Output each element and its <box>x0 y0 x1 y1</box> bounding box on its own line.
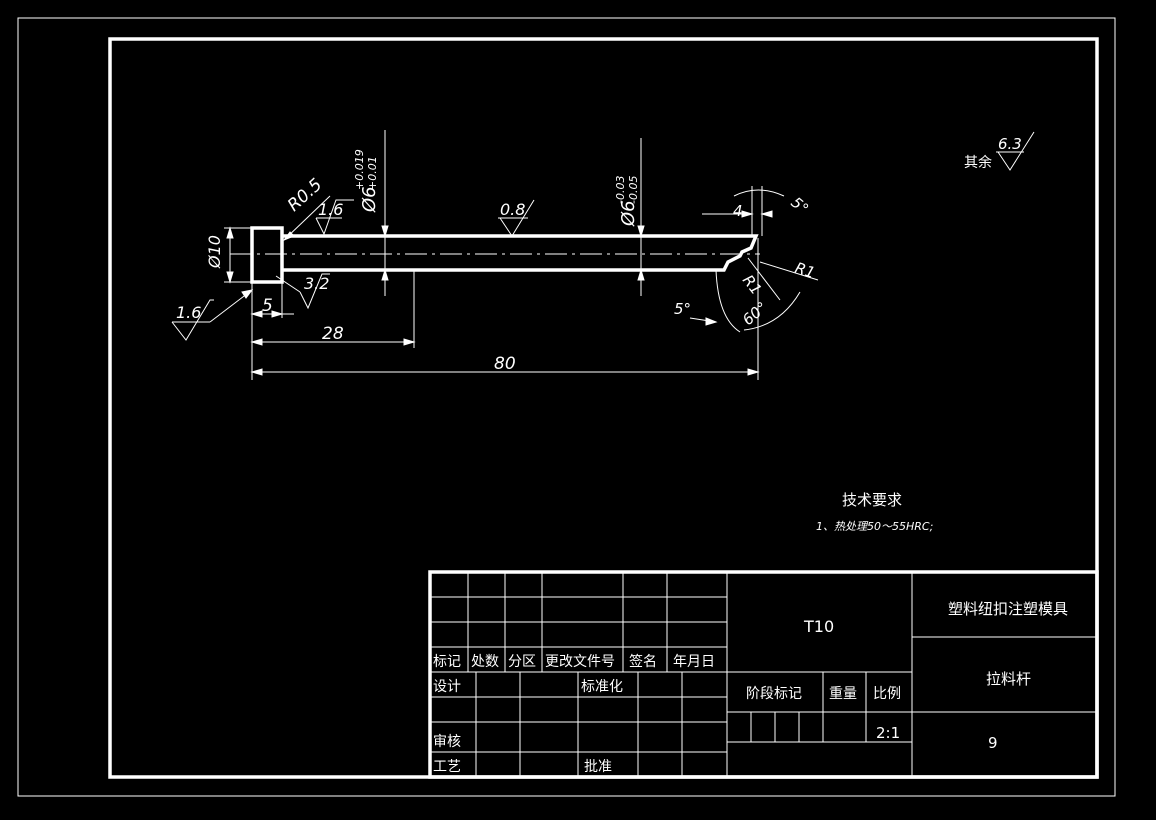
radius-r1-right-label: R1 <box>793 259 818 282</box>
dia-body-label: Ø6 <box>359 186 380 213</box>
len-head-label: 5 <box>262 296 273 316</box>
roughness-symbol-other <box>997 131 1035 171</box>
label-design: 设计 <box>433 679 461 695</box>
roughness-symbol-under <box>299 273 330 310</box>
dia-body-tol-lower: +0.01 <box>366 156 379 190</box>
angle-top-label: 5° <box>787 193 812 218</box>
label-standardization: 标准化 <box>581 679 623 695</box>
dia-head-label: Ø10 <box>205 235 224 269</box>
drawing-number: 9 <box>988 734 998 752</box>
header-zone: 分区 <box>508 654 536 670</box>
pin-shaft <box>282 234 759 272</box>
scale-value: 2:1 <box>876 724 900 742</box>
title-block <box>428 570 1099 779</box>
part-name: 拉料杆 <box>986 670 1031 688</box>
rough-head-top-value: 1.6 <box>318 200 343 219</box>
title-block-text: 标记 处数 分区 更改文件号 签名 年月日 设计 标准化 审核 工艺 批准 T1… <box>433 600 1068 775</box>
label-stage-mark: 阶段标记 <box>746 686 802 702</box>
label-review: 审核 <box>433 734 461 750</box>
len-80-label: 80 <box>494 354 516 374</box>
rough-other-value: 6.3 <box>998 135 1022 153</box>
dia-body-tol-upper: +0.019 <box>353 149 366 190</box>
project-name: 塑料纽扣注塑模具 <box>948 600 1068 618</box>
header-mark: 标记 <box>433 654 461 670</box>
label-approve: 批准 <box>584 759 612 775</box>
angle-bottom-label: 5° <box>674 300 691 318</box>
rough-body-value: 0.8 <box>500 200 525 219</box>
pin-head <box>250 226 284 284</box>
label-scale: 比例 <box>873 686 901 702</box>
tech-title: 技术要求 <box>842 491 902 509</box>
label-weight: 重量 <box>829 686 857 702</box>
header-sign: 签名 <box>629 653 657 670</box>
roughness-symbols <box>171 131 1035 341</box>
len-28-label: 28 <box>322 324 344 344</box>
dia-tip-tol-upper: -0.03 <box>614 176 627 204</box>
rough-other-label: 其余 <box>964 154 992 171</box>
dia-tip-label: Ø6 <box>618 200 639 227</box>
header-count: 处数 <box>471 654 499 670</box>
dia-tip-tol-lower: -0.05 <box>627 176 640 204</box>
tech-line-1: 1、热处理50～55HRC; <box>816 520 933 533</box>
roughness-symbol-head-top <box>315 199 354 236</box>
outer-border <box>17 17 1116 797</box>
header-date: 年月日 <box>673 654 715 670</box>
rough-head-left-value: 1.6 <box>176 303 201 322</box>
roughness-symbol-left <box>171 299 214 341</box>
roughness-symbol-body <box>499 199 535 237</box>
material-value: T10 <box>803 617 834 636</box>
label-process: 工艺 <box>433 759 461 775</box>
len-tip-label: 4 <box>733 202 743 220</box>
rough-head-under-value: 3.2 <box>304 274 329 293</box>
dimension-lines <box>172 130 819 380</box>
header-doc-number: 更改文件号 <box>545 654 615 670</box>
